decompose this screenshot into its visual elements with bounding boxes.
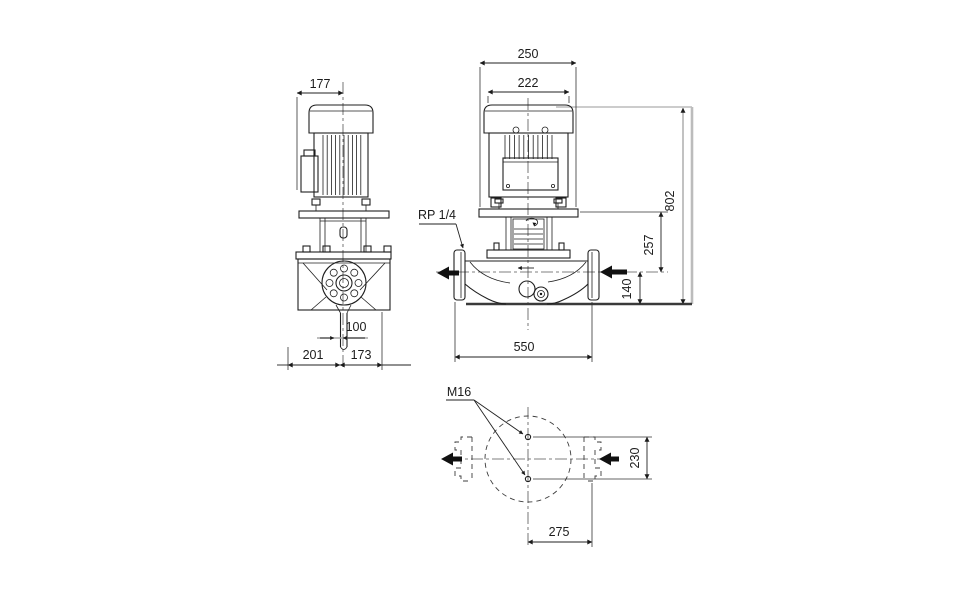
dim-173-label: 173 (351, 348, 372, 362)
side-view: 177 100 201 173 (277, 77, 411, 370)
rotation-arrow-icon (525, 217, 538, 227)
top-view: M16 230 275 (441, 385, 652, 548)
dim-100-label: 100 (346, 320, 367, 334)
dim-222-label: 222 (518, 76, 539, 90)
top-right-flange (583, 436, 602, 482)
dim-front-mid-height: 257 (580, 211, 668, 273)
dim-177-label: 177 (310, 77, 331, 91)
dim-side-motor-width: 177 (296, 77, 344, 190)
dim-275-label: 275 (549, 525, 570, 539)
dim-front-motor-width: 222 (487, 76, 570, 103)
dim-front-length: 550 (454, 302, 593, 362)
terminal-box-cap (303, 149, 316, 157)
dim-top-bolt-span: 230 (533, 436, 652, 480)
dim-top-port-offset: 275 (527, 483, 593, 547)
flow-arrow-inlet-top-icon (599, 452, 619, 466)
front-pump-body (453, 242, 600, 305)
right-flange (587, 249, 600, 301)
dim-front-plate-width: 250 (479, 47, 577, 207)
m16-label: M16 (447, 385, 471, 399)
rp-label: RP 1/4 (418, 208, 456, 222)
side-flange-circle (321, 260, 367, 306)
front-motor (483, 104, 574, 208)
front-motor-ribs (504, 135, 553, 159)
front-lantern (478, 198, 579, 250)
dim-201-label: 201 (303, 348, 324, 362)
seal-boss (518, 280, 536, 298)
dim-250-label: 250 (518, 47, 539, 61)
side-motor (300, 104, 374, 211)
side-lantern (298, 210, 390, 252)
dim-140-label: 140 (620, 279, 634, 300)
side-motor-ribs (322, 135, 362, 195)
drain-port-label: RP 1/4 (418, 208, 464, 249)
dim-550-label: 550 (514, 340, 535, 354)
bolt-thread-label: M16 (446, 385, 526, 476)
side-drain-stem (335, 304, 352, 350)
flow-arrow-outlet-top-icon (441, 452, 462, 466)
flow-arrow-inlet-icon (600, 265, 627, 279)
bolt-hole-bottom (524, 475, 532, 483)
dim-side-stub: 100 (317, 320, 368, 341)
pump-outline-top (484, 415, 572, 503)
dim-front-port-height: 140 (620, 271, 643, 305)
dim-front-total-height: 802 (663, 107, 686, 305)
drain-plug (533, 286, 549, 302)
bolt-hole-top (524, 433, 532, 441)
dim-802-label: 802 (663, 191, 677, 212)
terminal-box-side (300, 155, 319, 193)
terminal-box-front (502, 157, 559, 191)
flow-arrow-outlet-icon (437, 266, 459, 280)
side-pump-casing (295, 245, 392, 350)
front-view: RP 1/4 250 222 802 257 (418, 47, 694, 362)
dim-side-base: 201 173 (277, 312, 411, 370)
dim-257-label: 257 (642, 235, 656, 256)
dim-230-label: 230 (628, 448, 642, 469)
